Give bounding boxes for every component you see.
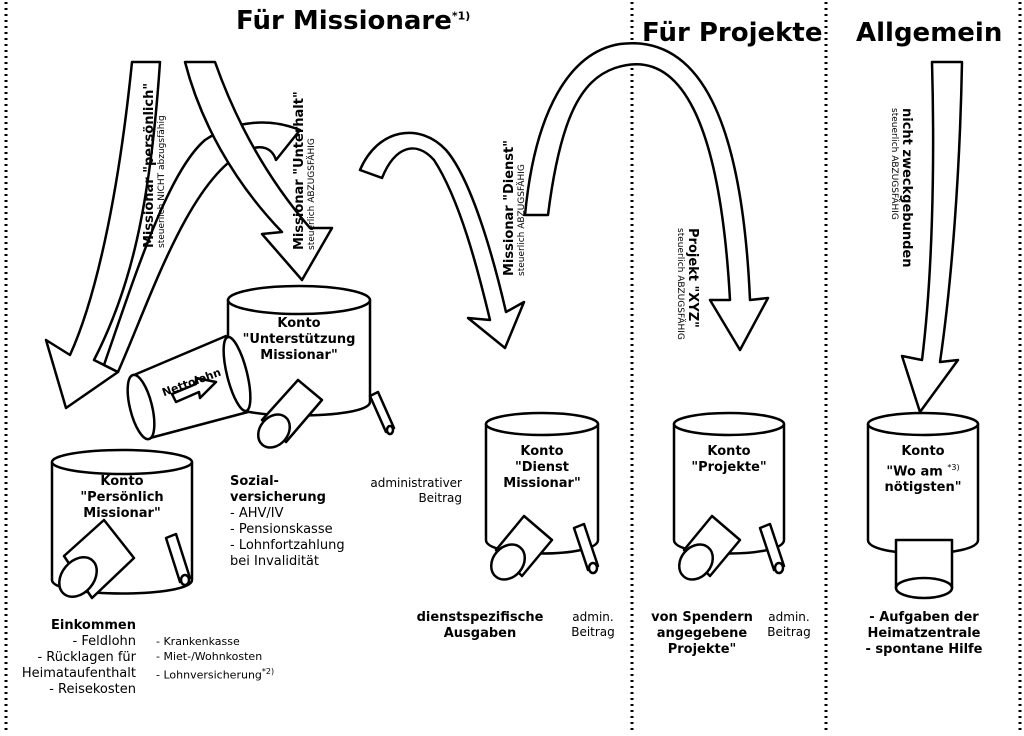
konto-dienst-shape <box>484 411 600 555</box>
admin-pipe-unterhalt <box>368 390 396 436</box>
projekte-pipe <box>677 514 742 581</box>
konto-unterstuetzung-shape <box>226 284 372 417</box>
column-dividers <box>4 2 1022 734</box>
konto-wo-am-text: Konto "Wo am *3) nötigsten" <box>884 444 962 496</box>
wo-am-pipe <box>894 538 954 600</box>
konto-projekte-shape <box>672 411 786 555</box>
konto-projekte-text: Konto"Projekte" <box>691 444 767 475</box>
header-projekte: Für Projekte <box>642 18 823 48</box>
arrow-persoenlich-loop <box>102 121 302 374</box>
arrow-allgemein <box>900 60 964 414</box>
admin-beitrag-dienst: admin.Beitrag <box>571 610 615 639</box>
sozialversicherung-block: Sozial- versicherung - AHV/IV - Pensions… <box>230 474 345 569</box>
nettolohn-arrow <box>170 376 218 404</box>
einkommen-pipe <box>58 518 136 600</box>
stream-dienst-label: Missionar "Dienst" steuerlich ABZUGSFÄHI… <box>502 139 527 276</box>
arrow-dienst <box>358 131 526 350</box>
stream-allgemein-label: nicht zweckgebunden steuerlich ABZUGSFÄH… <box>889 108 914 268</box>
stream-persoenlich-label: Missionar "persönlich" steuerlich NICHT … <box>142 82 167 248</box>
admin-pipe-dienst <box>572 522 600 575</box>
arrow-projekt <box>523 41 770 352</box>
dienst-pipe <box>489 514 554 581</box>
nettolohn-pipe <box>126 334 252 441</box>
arrow-persoenlich <box>44 60 162 410</box>
arrow-unterhalt <box>183 60 334 282</box>
header-missionare: Für Missionare*1) <box>236 6 471 36</box>
weitere-pipe <box>164 532 192 587</box>
stream-unterhalt-label: Missionar "Unterhalt" steuerlich ABZUGSF… <box>292 91 317 250</box>
einkommen-block: Einkommen - Feldlohn - Rücklagen für Hei… <box>21 618 136 697</box>
header-allgemein: Allgemein <box>856 18 1003 48</box>
weitere-kosten-block: - Krankenkasse - Miet-/Wohnkosten - Lohn… <box>156 635 275 682</box>
stream-projekt-label: Projekt "XYZ" steuerlich ABZUGSFÄHIG <box>675 228 700 340</box>
admin-beitrag-projekte: admin.Beitrag <box>767 610 811 639</box>
admin-pipe-projekte <box>758 522 786 575</box>
sozial-pipe <box>256 378 324 449</box>
